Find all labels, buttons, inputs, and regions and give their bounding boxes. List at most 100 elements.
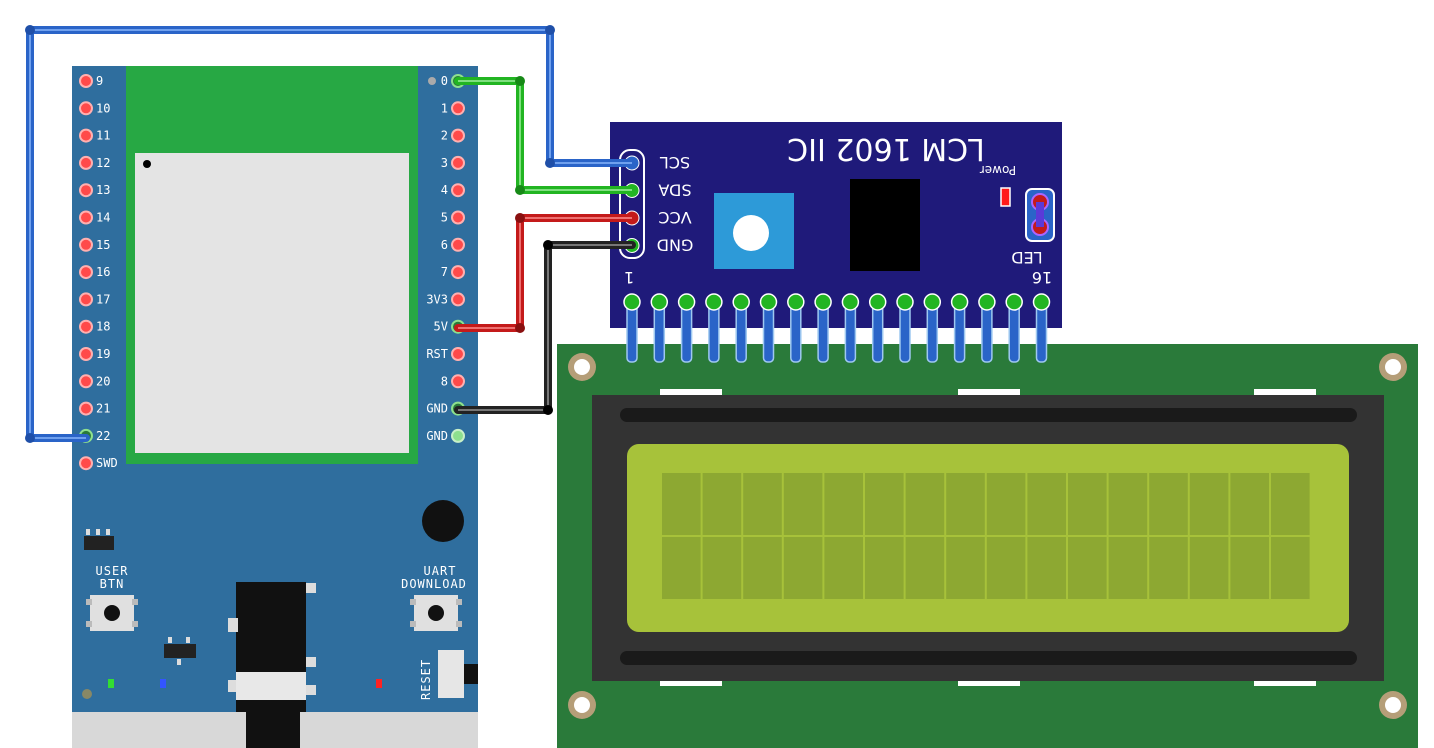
led-label: LED (1011, 248, 1042, 267)
lcd-tab-3 (1254, 389, 1316, 397)
lcd-tab-4 (660, 678, 722, 686)
left-pin-16[interactable] (79, 265, 93, 280)
led-red (376, 679, 382, 688)
left-pin-label: 15 (96, 238, 110, 252)
contrast-potentiometer[interactable] (714, 193, 794, 269)
lcd-character-grid (662, 473, 1310, 599)
user-btn-label-2: BTN (100, 577, 125, 591)
right-pin-3V3[interactable] (451, 292, 465, 307)
lcd-pin-pad[interactable] (705, 293, 723, 311)
lcd-pin-pad[interactable] (814, 293, 832, 311)
left-pin-12[interactable] (79, 155, 93, 170)
right-pin-RST[interactable] (451, 347, 465, 361)
i2c-chip (850, 179, 920, 271)
left-pin-SWD[interactable] (79, 456, 93, 471)
uart-download-button[interactable] (410, 595, 462, 631)
sda-wire[interactable] (454, 77, 636, 194)
left-pin-14[interactable] (79, 210, 93, 225)
right-pin-5[interactable] (451, 210, 465, 225)
lcd-tab-2 (958, 389, 1020, 397)
lcd-pin-pad[interactable] (1005, 293, 1023, 311)
lcd-char-cell (824, 473, 863, 535)
right-pin-label: 5V (434, 320, 448, 334)
right-pin-3[interactable] (451, 155, 465, 170)
right-pin-label: 5 (441, 211, 448, 225)
user-button[interactable] (86, 595, 138, 631)
right-pin-6[interactable] (451, 237, 465, 252)
lcd-mount-hole-tl (568, 353, 596, 381)
module-pin1-dot (143, 160, 151, 168)
lcd-char-cell (662, 537, 701, 599)
lcd-pin-pad[interactable] (1032, 293, 1051, 311)
scl-wire-highlight (29, 29, 632, 439)
lcd-pin-pad[interactable] (677, 293, 696, 311)
lcd-pin-pad[interactable] (978, 293, 996, 311)
left-pin-label: 21 (96, 402, 110, 416)
left-pin-17[interactable] (79, 292, 93, 307)
left-pin-9[interactable] (79, 74, 93, 88)
left-pin-21[interactable] (79, 401, 93, 416)
left-pin-label: 17 (96, 292, 110, 306)
right-pin-8[interactable] (451, 374, 465, 389)
right-pin-label: GND (426, 429, 448, 443)
i2c-pin-label-gnd: GND (657, 236, 694, 255)
right-pin-GND[interactable] (451, 428, 465, 443)
left-pin-11[interactable] (79, 128, 93, 143)
right-pin-label: 3 (441, 156, 448, 170)
lcd-pin-pad[interactable] (787, 293, 805, 311)
left-pin-10[interactable] (79, 101, 93, 116)
left-pin-13[interactable] (79, 183, 93, 198)
right-pin-label: 2 (441, 129, 448, 143)
right-pin-7[interactable] (451, 265, 465, 280)
lcd-char-cell (1149, 473, 1188, 535)
lcd-char-cell (783, 537, 823, 599)
lcd-char-cell (946, 473, 985, 535)
right-pin-label: 0 (441, 74, 448, 88)
i2c-pin-label-vcc: VCC (658, 208, 691, 227)
right-pin-label: 4 (441, 183, 448, 197)
lcd-char-cell (946, 537, 985, 599)
smd-chip-1 (84, 529, 114, 550)
lcd-pin-pad[interactable] (868, 293, 887, 311)
left-pin-15[interactable] (79, 237, 93, 252)
pin-sixteen-label: 16 (1032, 268, 1052, 287)
right-pin-1[interactable] (451, 101, 465, 116)
lcd-char-cell (905, 537, 945, 599)
lcd-display (557, 344, 1418, 748)
lcd-pin-pad[interactable] (950, 293, 969, 311)
i2c-header-outline (619, 149, 645, 259)
smd-chip-2 (164, 637, 196, 665)
lcd-char-cell (1189, 473, 1229, 535)
right-pin-label: 1 (441, 101, 448, 115)
led-jumper[interactable] (1025, 188, 1055, 242)
lcd-char-cell (783, 473, 823, 535)
lcd-char-cell (1027, 473, 1066, 535)
pin-one-label: 1 (624, 268, 634, 287)
lcd-char-cell (865, 473, 904, 535)
lcd-char-cell (905, 473, 945, 535)
lcd-pin-pad[interactable] (732, 293, 750, 311)
left-pin-19[interactable] (79, 347, 93, 361)
lcd-pin-pad[interactable] (841, 293, 860, 311)
left-pin-20[interactable] (79, 374, 93, 389)
left-pin-18[interactable] (79, 319, 93, 334)
reset-switch[interactable] (438, 650, 478, 698)
lcd-mount-hole-br (1379, 691, 1407, 719)
lcd-pin-pad[interactable] (923, 293, 942, 311)
lcd-char-cell (1027, 537, 1066, 599)
lcd-pin-pad[interactable] (623, 293, 641, 311)
left-pin-label: 20 (96, 374, 110, 388)
right-pin-4[interactable] (451, 183, 465, 198)
user-btn-label-1: USER (96, 564, 129, 578)
lcd-pin-pad[interactable] (759, 293, 778, 311)
lcd-pin-pad[interactable] (650, 293, 669, 311)
lcd-char-cell (662, 473, 701, 535)
right-pin-2[interactable] (451, 128, 465, 143)
lcd-char-cell (824, 537, 863, 599)
board-dot (82, 689, 92, 699)
lcd-pin-pad[interactable] (896, 293, 914, 311)
led-green (108, 679, 114, 688)
lcd-char-cell (1230, 537, 1269, 599)
